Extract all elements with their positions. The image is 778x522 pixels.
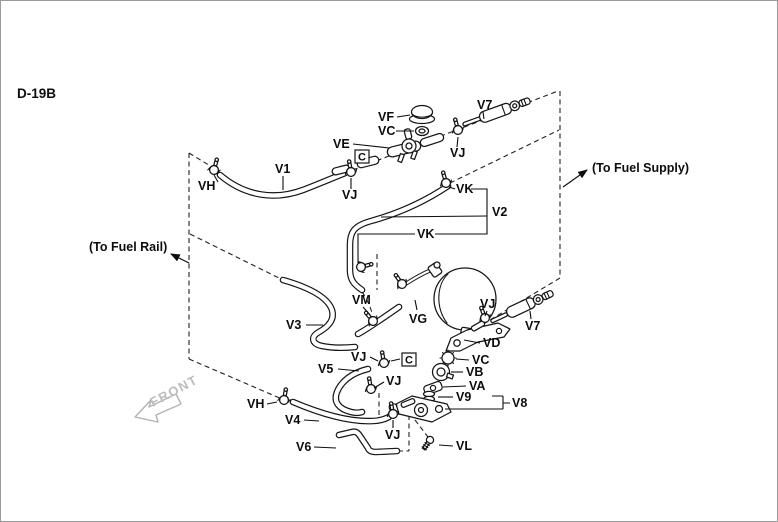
label-vj-v5-bottom: VJ (386, 374, 401, 388)
boundary-dashed-lines (188, 90, 561, 452)
leader-lines (170, 111, 588, 449)
label-vj-v1: VJ (342, 188, 357, 202)
label-vg: VG (409, 312, 427, 326)
label-vk-top: VK (456, 182, 473, 196)
connector-boxes: C C (354, 149, 417, 367)
front-arrow-icon (134, 393, 182, 423)
label-vh-top: VH (198, 179, 215, 193)
label-vc-bottom: VC (472, 353, 489, 367)
clamp-vg-top (389, 269, 411, 292)
note-fuel-supply: (To Fuel Supply) (592, 161, 689, 175)
label-ve: VE (333, 137, 350, 151)
component-v7-top (462, 97, 531, 127)
label-v1: V1 (275, 162, 290, 176)
component-vb-grommet (431, 362, 455, 382)
component-vc-washer-bottom (439, 349, 457, 367)
label-v9: V9 (456, 390, 471, 404)
connector-c-top: C (358, 152, 366, 164)
front-indicator: FRONT (134, 372, 201, 423)
page-code: D-19B (17, 86, 56, 101)
connector-box-top (354, 149, 370, 164)
component-v7-bottom (490, 290, 554, 324)
label-v7-top: V7 (477, 98, 492, 112)
connector-c-bottom: C (405, 355, 413, 367)
label-v2: V2 (492, 205, 507, 219)
label-vf: VF (378, 110, 394, 124)
clamp-vj-v5-bottom (362, 375, 379, 396)
label-v5: V5 (318, 362, 333, 376)
clamp-vj-v5-top (375, 349, 392, 370)
label-vj-v4: VJ (385, 428, 400, 442)
label-vj-v7: VJ (480, 297, 495, 311)
connector-box-bottom (401, 352, 417, 367)
label-vm: VM (352, 293, 371, 307)
component-vd-bracket (445, 320, 511, 352)
label-vh-bottom: VH (247, 397, 264, 411)
component-vf-cap (408, 104, 436, 125)
component-v8-pump-assembly (388, 395, 452, 423)
label-vd: VD (483, 336, 500, 350)
label-vj-v5-top: VJ (351, 350, 366, 364)
hose-v3 (283, 280, 355, 348)
component-vl-bolt (421, 435, 435, 451)
label-va: VA (469, 379, 485, 393)
label-v6: V6 (296, 440, 311, 454)
note-fuel-rail: (To Fuel Rail) (89, 240, 167, 254)
label-v8: V8 (512, 396, 527, 410)
part-label-texts: D-19B VF VC VE V7 VJ VH V1 VJ (To Fuel S… (17, 86, 689, 454)
label-v4: V4 (285, 413, 300, 427)
label-vj-ve: VJ (450, 146, 465, 160)
label-vl: VL (456, 439, 472, 453)
label-v3: V3 (286, 318, 301, 332)
label-v7-bottom: V7 (525, 319, 540, 333)
component-vc-ring-top (414, 125, 430, 137)
label-vk-bottom: VK (417, 227, 434, 241)
clamp-vj-ve (448, 115, 466, 137)
label-vc-top: VC (378, 124, 395, 138)
label-vb: VB (466, 365, 483, 379)
